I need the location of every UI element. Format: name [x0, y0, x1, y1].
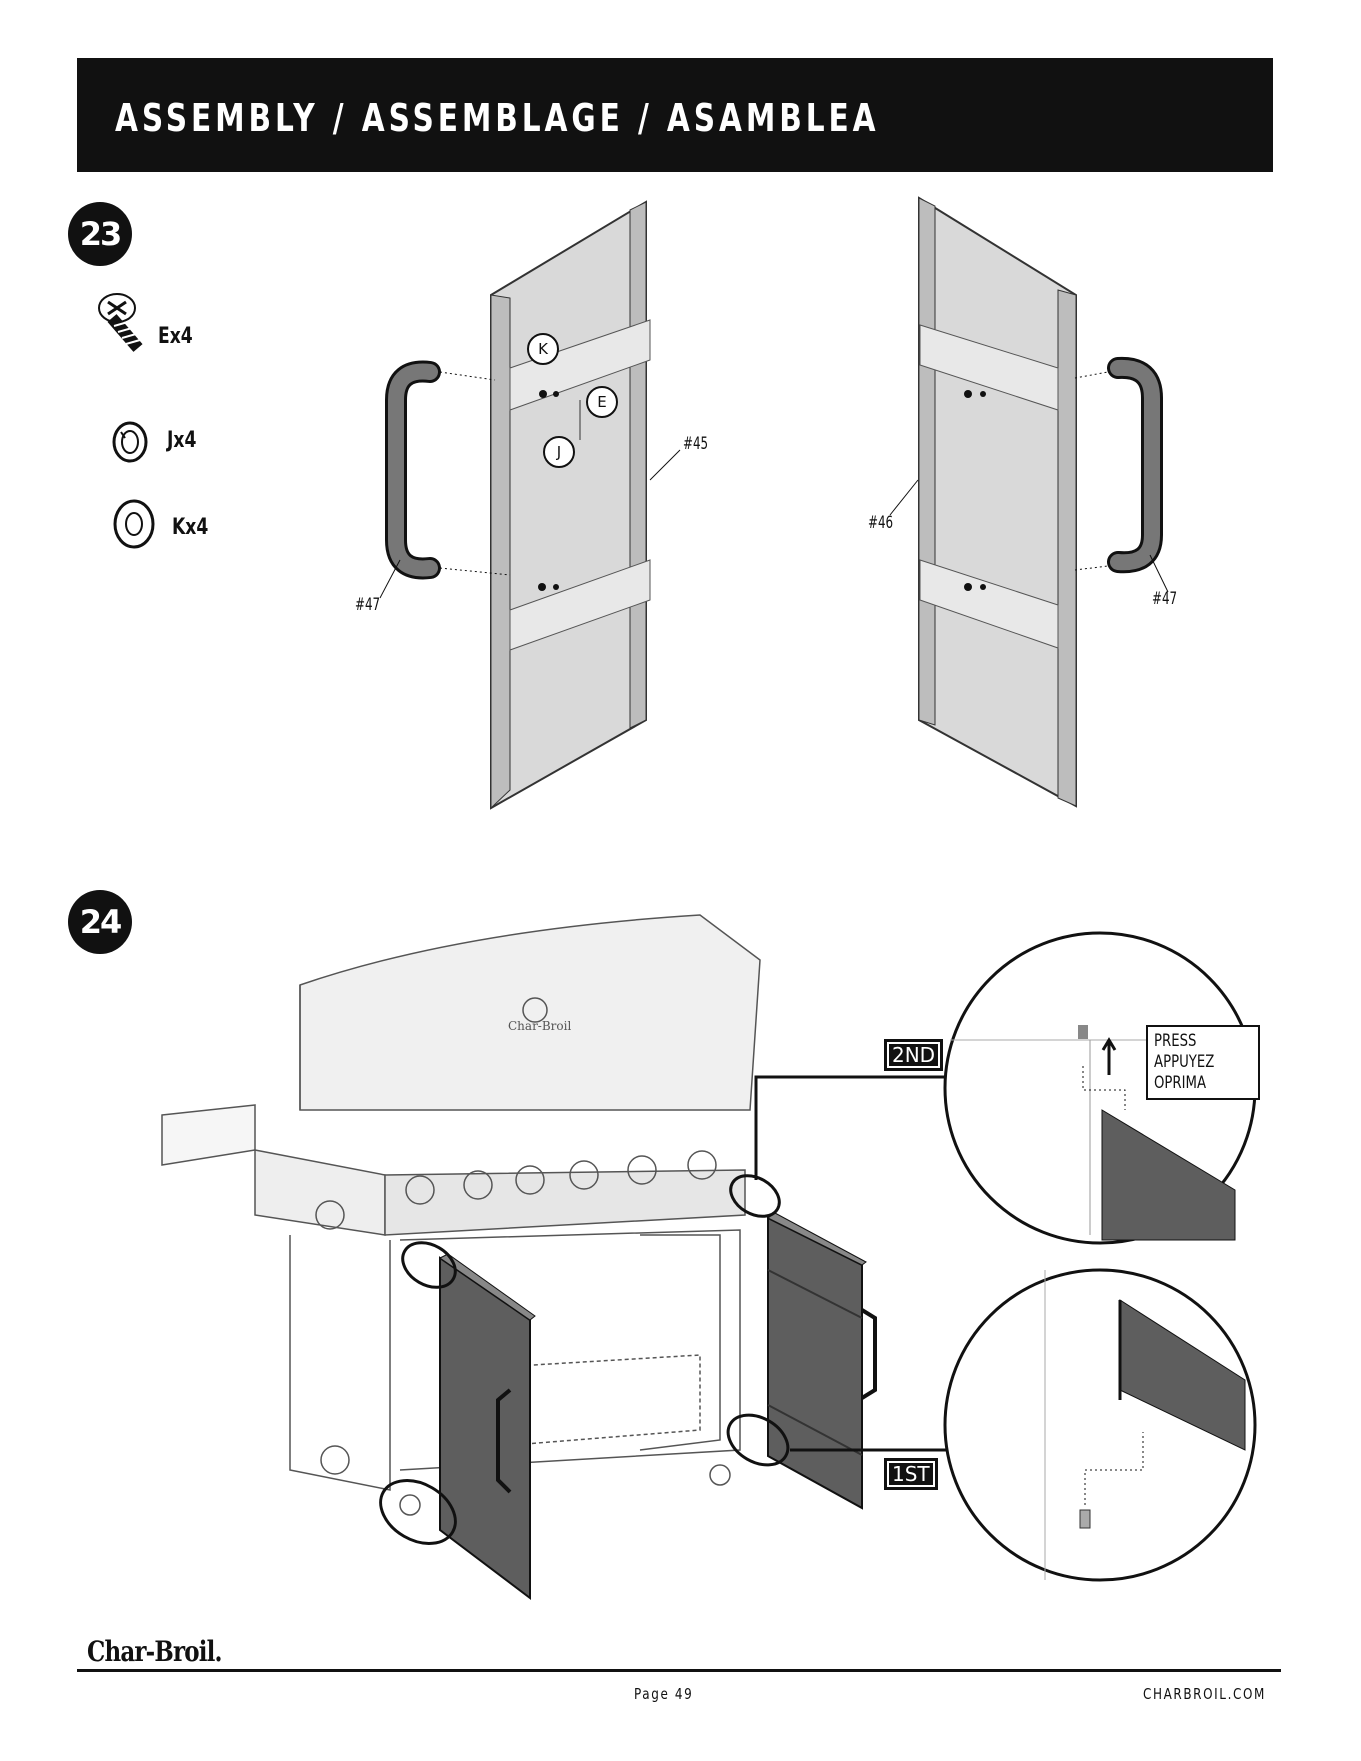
- order-badge-2nd: 2ND: [884, 1039, 943, 1071]
- hardware-qty-j: Jx4: [167, 428, 196, 453]
- order-badge-1st: 1ST: [884, 1458, 938, 1490]
- website-link[interactable]: CHARBROIL.COM: [1143, 1685, 1266, 1703]
- callout-k: K: [527, 333, 559, 365]
- grill-left-door: [440, 1254, 535, 1598]
- screw-icon: [99, 294, 140, 348]
- callout-e: E: [586, 386, 618, 418]
- press-label-es: OPRIMA: [1154, 1073, 1230, 1094]
- page-number: Page 49: [634, 1685, 693, 1703]
- callout-j: J: [543, 436, 575, 468]
- right-handle: [1075, 368, 1168, 592]
- part-label-47-right: #47: [1152, 589, 1177, 609]
- press-label-en: PRESS: [1154, 1031, 1230, 1052]
- detail-circle-bottom: [945, 1270, 1255, 1580]
- flat-washer-icon: [115, 501, 153, 547]
- part-label-47-left: #47: [355, 595, 380, 615]
- grill-right-door: [768, 1213, 875, 1508]
- lock-washer-icon: [114, 423, 146, 461]
- leader-46: [890, 480, 918, 515]
- step-24-badge: 24: [68, 890, 132, 954]
- detail-connector-top: [756, 1077, 945, 1180]
- grill-emblem: Char-Broil: [508, 1019, 571, 1033]
- press-instruction-box: PRESS APPUYEZ OPRIMA: [1146, 1025, 1260, 1100]
- hardware-qty-e: Ex4: [158, 324, 193, 349]
- part-label-46: #46: [868, 513, 893, 533]
- charbroil-logo: Char-Broil.: [87, 1635, 222, 1668]
- left-door-panel: [491, 202, 650, 808]
- right-door-panel: [919, 198, 1076, 806]
- hardware-qty-k: Kx4: [172, 515, 208, 540]
- footer-divider: [77, 1669, 1281, 1672]
- part-label-45: #45: [683, 434, 708, 454]
- press-label-fr: APPUYEZ: [1154, 1052, 1230, 1073]
- leader-45: [650, 450, 680, 480]
